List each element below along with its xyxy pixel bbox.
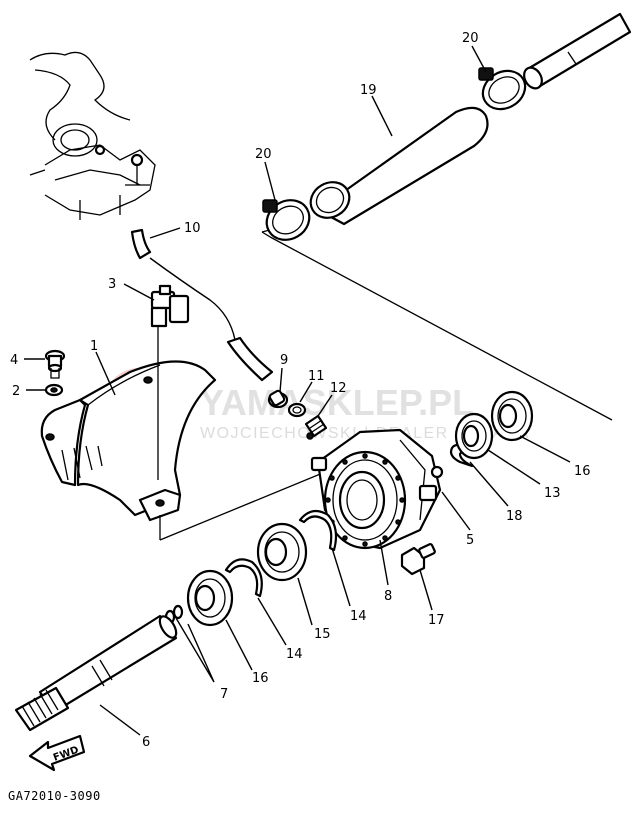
part-12-grease-nipple (304, 414, 328, 440)
part-20-clamp-lower (262, 199, 311, 241)
callout-20-lower: 20 (255, 147, 272, 162)
callout-7: 7 (220, 687, 228, 702)
part-16-bearing-left (186, 569, 234, 627)
callout-16-left: 16 (252, 671, 269, 686)
callout-leaders (24, 45, 571, 736)
part-5-grease-fitting (430, 465, 444, 479)
callout-16-right: 16 (574, 464, 591, 479)
callout-18: 18 (506, 509, 523, 524)
callout-5: 5 (466, 533, 474, 548)
part-13-bearing (454, 412, 494, 460)
part-8-bearing-housing (310, 428, 442, 550)
part-16-bearing-right (490, 390, 534, 442)
part-3-fitting (150, 284, 190, 345)
callout-10: 10 (184, 221, 201, 236)
diagram-code: GA72010-3090 (8, 789, 101, 803)
forward-direction-arrow: FWD (28, 734, 86, 772)
callout-labels: 1 2 3 4 5 6 7 8 9 10 11 12 13 14 14 15 1… (10, 31, 591, 750)
callout-4: 4 (10, 353, 18, 368)
part-15-bearing (256, 522, 308, 582)
part-10-breather-hose (130, 228, 274, 382)
part-14-circlip-upper (298, 509, 338, 552)
callout-20-upper: 20 (462, 31, 479, 46)
callout-3: 3 (108, 277, 116, 292)
part-11-o-ring (287, 402, 307, 418)
part-9-nipple (267, 389, 289, 409)
callout-15: 15 (314, 627, 331, 642)
callout-19: 19 (360, 83, 377, 98)
callout-9: 9 (280, 353, 288, 368)
part-6-drive-shaft (14, 614, 178, 732)
part-14-circlip-lower (224, 558, 263, 598)
callout-6: 6 (142, 735, 150, 750)
watermark-title: YAMASKLEP.PL (200, 382, 474, 423)
part-1-housing-cover (40, 360, 217, 522)
callout-12: 12 (330, 381, 347, 396)
callout-17: 17 (428, 613, 445, 628)
part-2-washer (44, 383, 64, 397)
callout-8: 8 (384, 589, 392, 604)
callout-11: 11 (308, 369, 325, 384)
part-4-bolt (44, 349, 66, 379)
exhaust-pipe-end (523, 12, 632, 90)
part-20-clamp-upper (478, 67, 527, 111)
callout-2: 2 (12, 384, 20, 399)
callout-14-upper: 14 (350, 609, 367, 624)
callout-1: 1 (90, 339, 98, 354)
callout-14-lower: 14 (286, 647, 303, 662)
part-19-hose (309, 106, 489, 226)
callout-13: 13 (544, 486, 561, 501)
part-17-bolt (400, 543, 436, 576)
engine-housing-sketch (29, 51, 156, 220)
